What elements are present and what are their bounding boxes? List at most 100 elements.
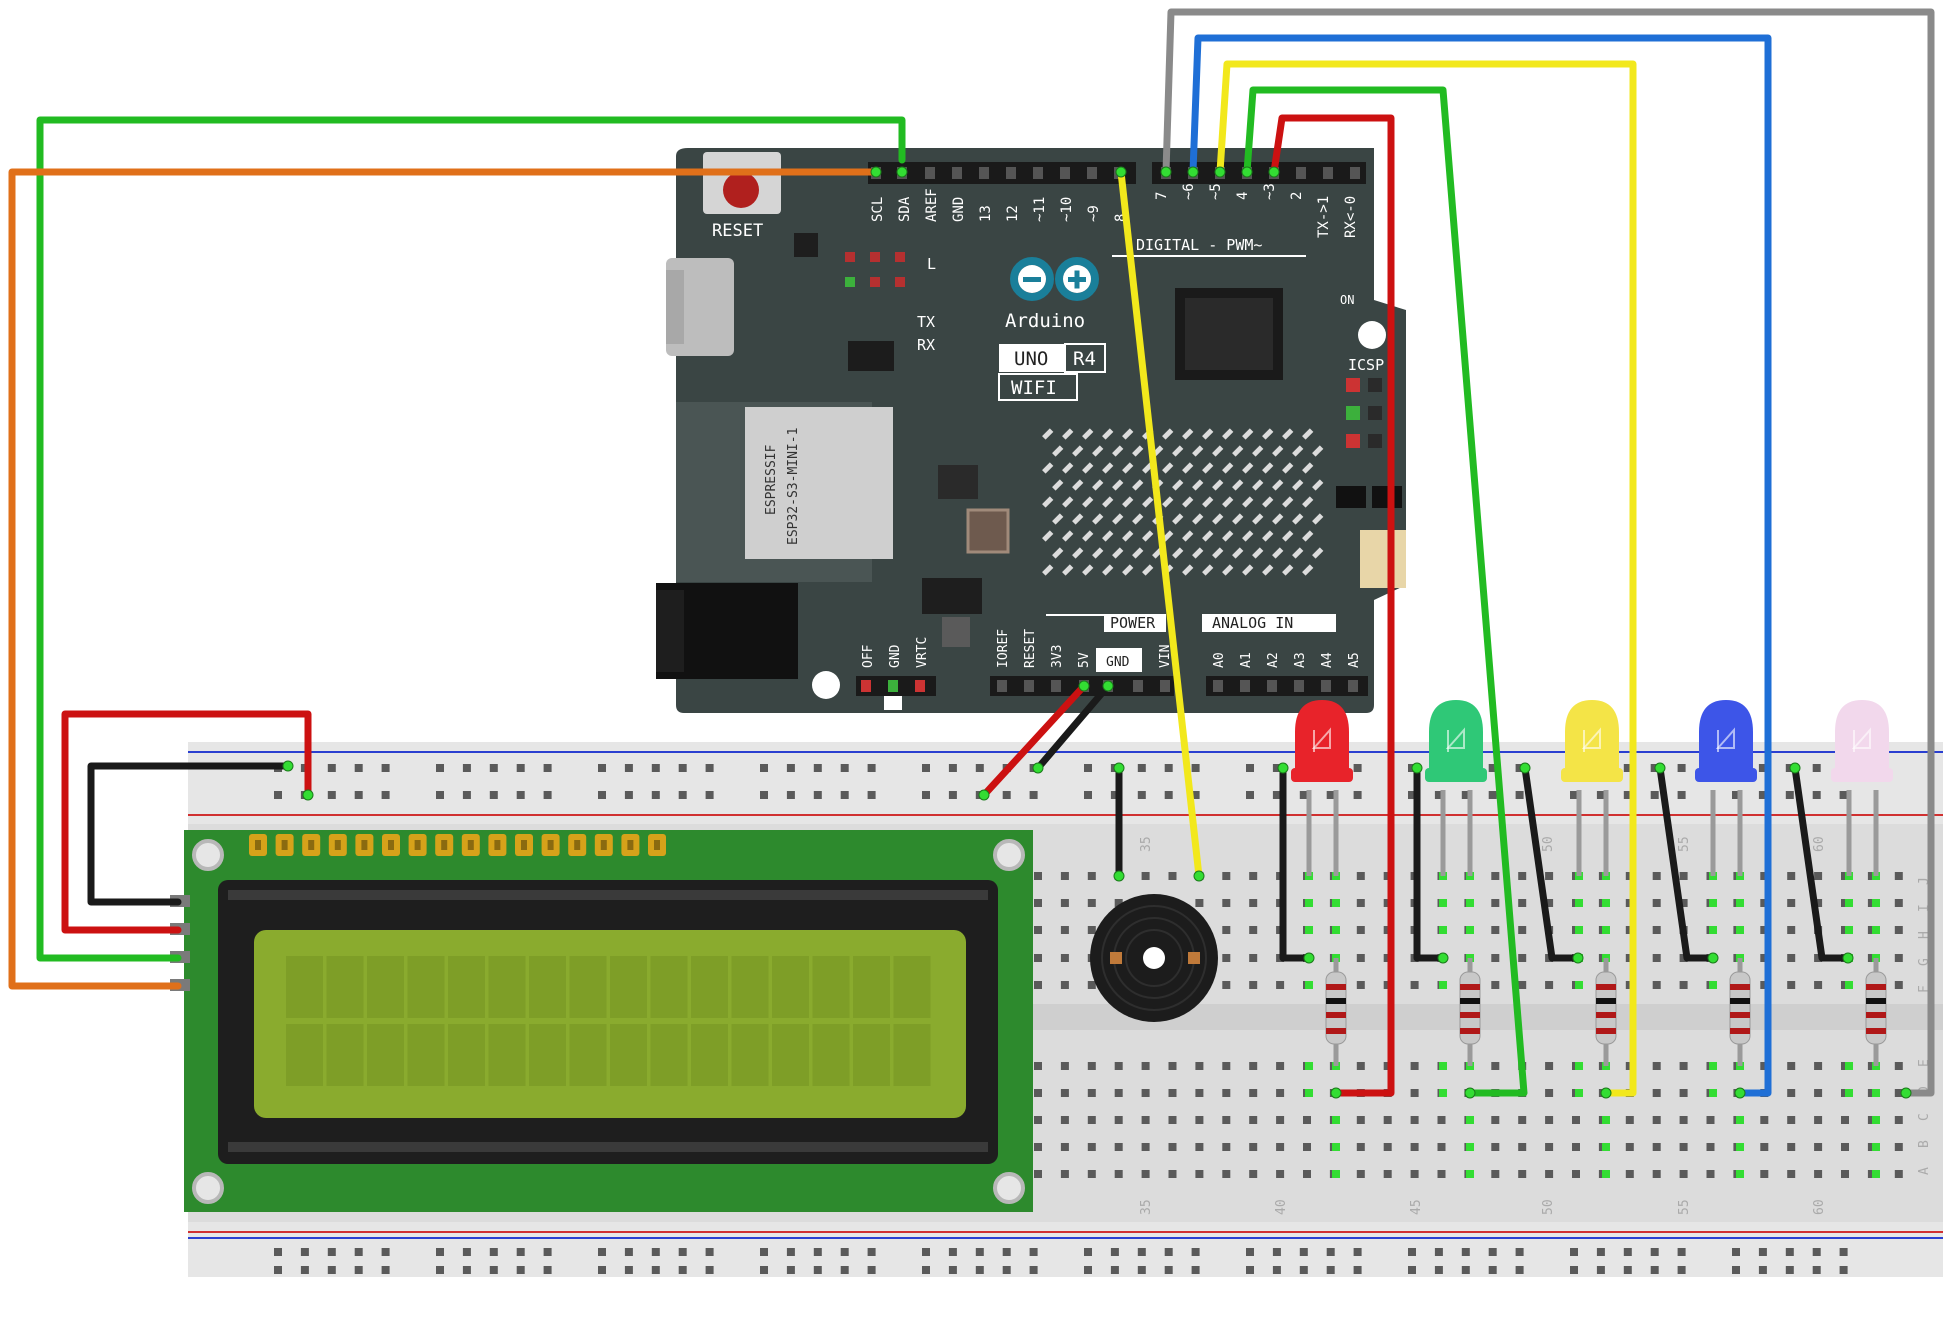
led-rim — [1695, 768, 1757, 782]
breadboard-hole — [1034, 981, 1042, 989]
header-pin — [1267, 680, 1277, 692]
wire-blue-pin6[interactable] — [1189, 34, 1772, 1097]
breadboard-hole — [1787, 872, 1796, 880]
rail-hole — [1084, 764, 1092, 772]
header-strip — [1152, 162, 1366, 184]
rail-hole — [1002, 1266, 1011, 1274]
lcd-cell — [731, 956, 769, 1018]
wire-yellow-pin5[interactable] — [1216, 60, 1637, 1097]
rail-hole — [436, 1266, 444, 1274]
wire-black-led-gnd[interactable] — [1656, 764, 1717, 962]
connected-hole — [1602, 899, 1610, 907]
wire-red-pin3[interactable] — [1270, 114, 1395, 1097]
wire-red-lcd-vcc[interactable] — [61, 710, 312, 934]
lcd-cell — [407, 956, 445, 1018]
rail-hole — [1164, 764, 1173, 772]
rail-hole — [678, 764, 687, 772]
matrix-led — [1212, 513, 1224, 525]
pin-label: A3 — [1293, 652, 1308, 668]
matrix-led — [1202, 530, 1214, 542]
matrix-led — [1102, 530, 1114, 542]
matrix-led — [1312, 547, 1324, 559]
breadboard-hole — [1518, 981, 1527, 989]
breadboard-hole — [1787, 899, 1796, 907]
breadboard-hole — [1249, 1089, 1258, 1097]
breadboard-hole — [1652, 899, 1661, 907]
breadboard-hole — [1518, 1170, 1527, 1178]
breadboard-hole — [1222, 954, 1231, 962]
breadboard-hole — [1356, 926, 1365, 934]
breadboard-hole — [1249, 981, 1258, 989]
lcd-mount-hole — [993, 839, 1025, 871]
matrix-led — [1262, 428, 1274, 440]
breadboard-hole — [1249, 1116, 1258, 1124]
breadboard-hole — [1060, 954, 1069, 962]
header-pin — [1087, 167, 1097, 179]
resistor-band — [1730, 998, 1750, 1004]
usb-connector-edge — [666, 270, 684, 344]
wire-green-sda[interactable] — [36, 116, 906, 962]
wire-green-pin4[interactable] — [1243, 86, 1528, 1097]
wire-red-5v[interactable] — [980, 682, 1088, 799]
wire-end — [1464, 1087, 1476, 1099]
rail-hole — [1191, 764, 1200, 772]
rail-hole — [840, 764, 849, 772]
column-number: 55 — [1677, 1199, 1692, 1215]
rail-hole — [1408, 791, 1416, 799]
breadboard-hole — [1518, 1143, 1527, 1151]
lcd-pin-hole — [600, 840, 607, 850]
pin-label: GND — [888, 644, 903, 668]
breadboard-hole — [1141, 872, 1150, 880]
rail-hole — [436, 1248, 444, 1256]
matrix-led — [1112, 445, 1124, 457]
rail-hole — [462, 764, 471, 772]
lcd-cell — [772, 1024, 809, 1086]
led-rim — [1291, 768, 1353, 782]
breadboard-hole — [1706, 1143, 1715, 1151]
wire-end — [1303, 952, 1315, 964]
pin-label: 8 — [1113, 214, 1129, 222]
wire-black-led-gnd[interactable] — [1791, 764, 1852, 962]
lcd-cell — [691, 1024, 728, 1086]
wire-black-led-gnd[interactable] — [1413, 764, 1447, 962]
rail-hole — [543, 764, 552, 772]
breadboard-hole — [1652, 1116, 1661, 1124]
connected-hole — [1736, 1116, 1744, 1124]
row-letter: I — [1917, 904, 1932, 912]
resistors — [1325, 958, 1887, 1066]
rail-hole — [840, 791, 849, 799]
rail-hole — [354, 764, 363, 772]
breadboard-hole — [1060, 1170, 1069, 1178]
breadboard-hole — [1518, 954, 1527, 962]
breadboard-hole — [1545, 1143, 1554, 1151]
wire-black-led-gnd[interactable] — [1521, 764, 1582, 962]
header-pin — [1321, 680, 1331, 692]
wire-black-led-gnd[interactable] — [1279, 764, 1313, 962]
lcd-cell — [610, 1024, 647, 1086]
connected-hole — [1736, 899, 1744, 907]
wire-orange-scl[interactable] — [8, 168, 880, 990]
matrix-led — [1202, 496, 1214, 508]
lcd-pin-hole — [494, 840, 501, 850]
wire-gray-pin7[interactable] — [1162, 8, 1935, 1097]
wire-black-gnd[interactable] — [1034, 682, 1112, 772]
lcd-mount-hole — [993, 1172, 1025, 1204]
breadboard-hole — [1814, 1062, 1823, 1070]
matrix-led — [1172, 547, 1184, 559]
reset-button[interactable] — [723, 172, 759, 208]
breadboard-hole — [1034, 1062, 1042, 1070]
wire-end — [1187, 166, 1199, 178]
l-led-label: L — [927, 255, 936, 273]
breadboard-hole — [1437, 1170, 1446, 1178]
wire-yellow-buzzer[interactable] — [1117, 168, 1203, 880]
breadboard-hole — [1303, 1170, 1311, 1178]
rail-hole — [1137, 764, 1146, 772]
breadboard-hole — [1034, 1116, 1042, 1124]
wire-black-lcd-gnd[interactable] — [87, 762, 292, 906]
breadboard-hole — [1087, 981, 1096, 989]
breadboard-hole — [1195, 899, 1204, 907]
rail-hole — [516, 1248, 525, 1256]
wire-end — [1102, 680, 1114, 692]
rail-hole — [1758, 1266, 1767, 1274]
